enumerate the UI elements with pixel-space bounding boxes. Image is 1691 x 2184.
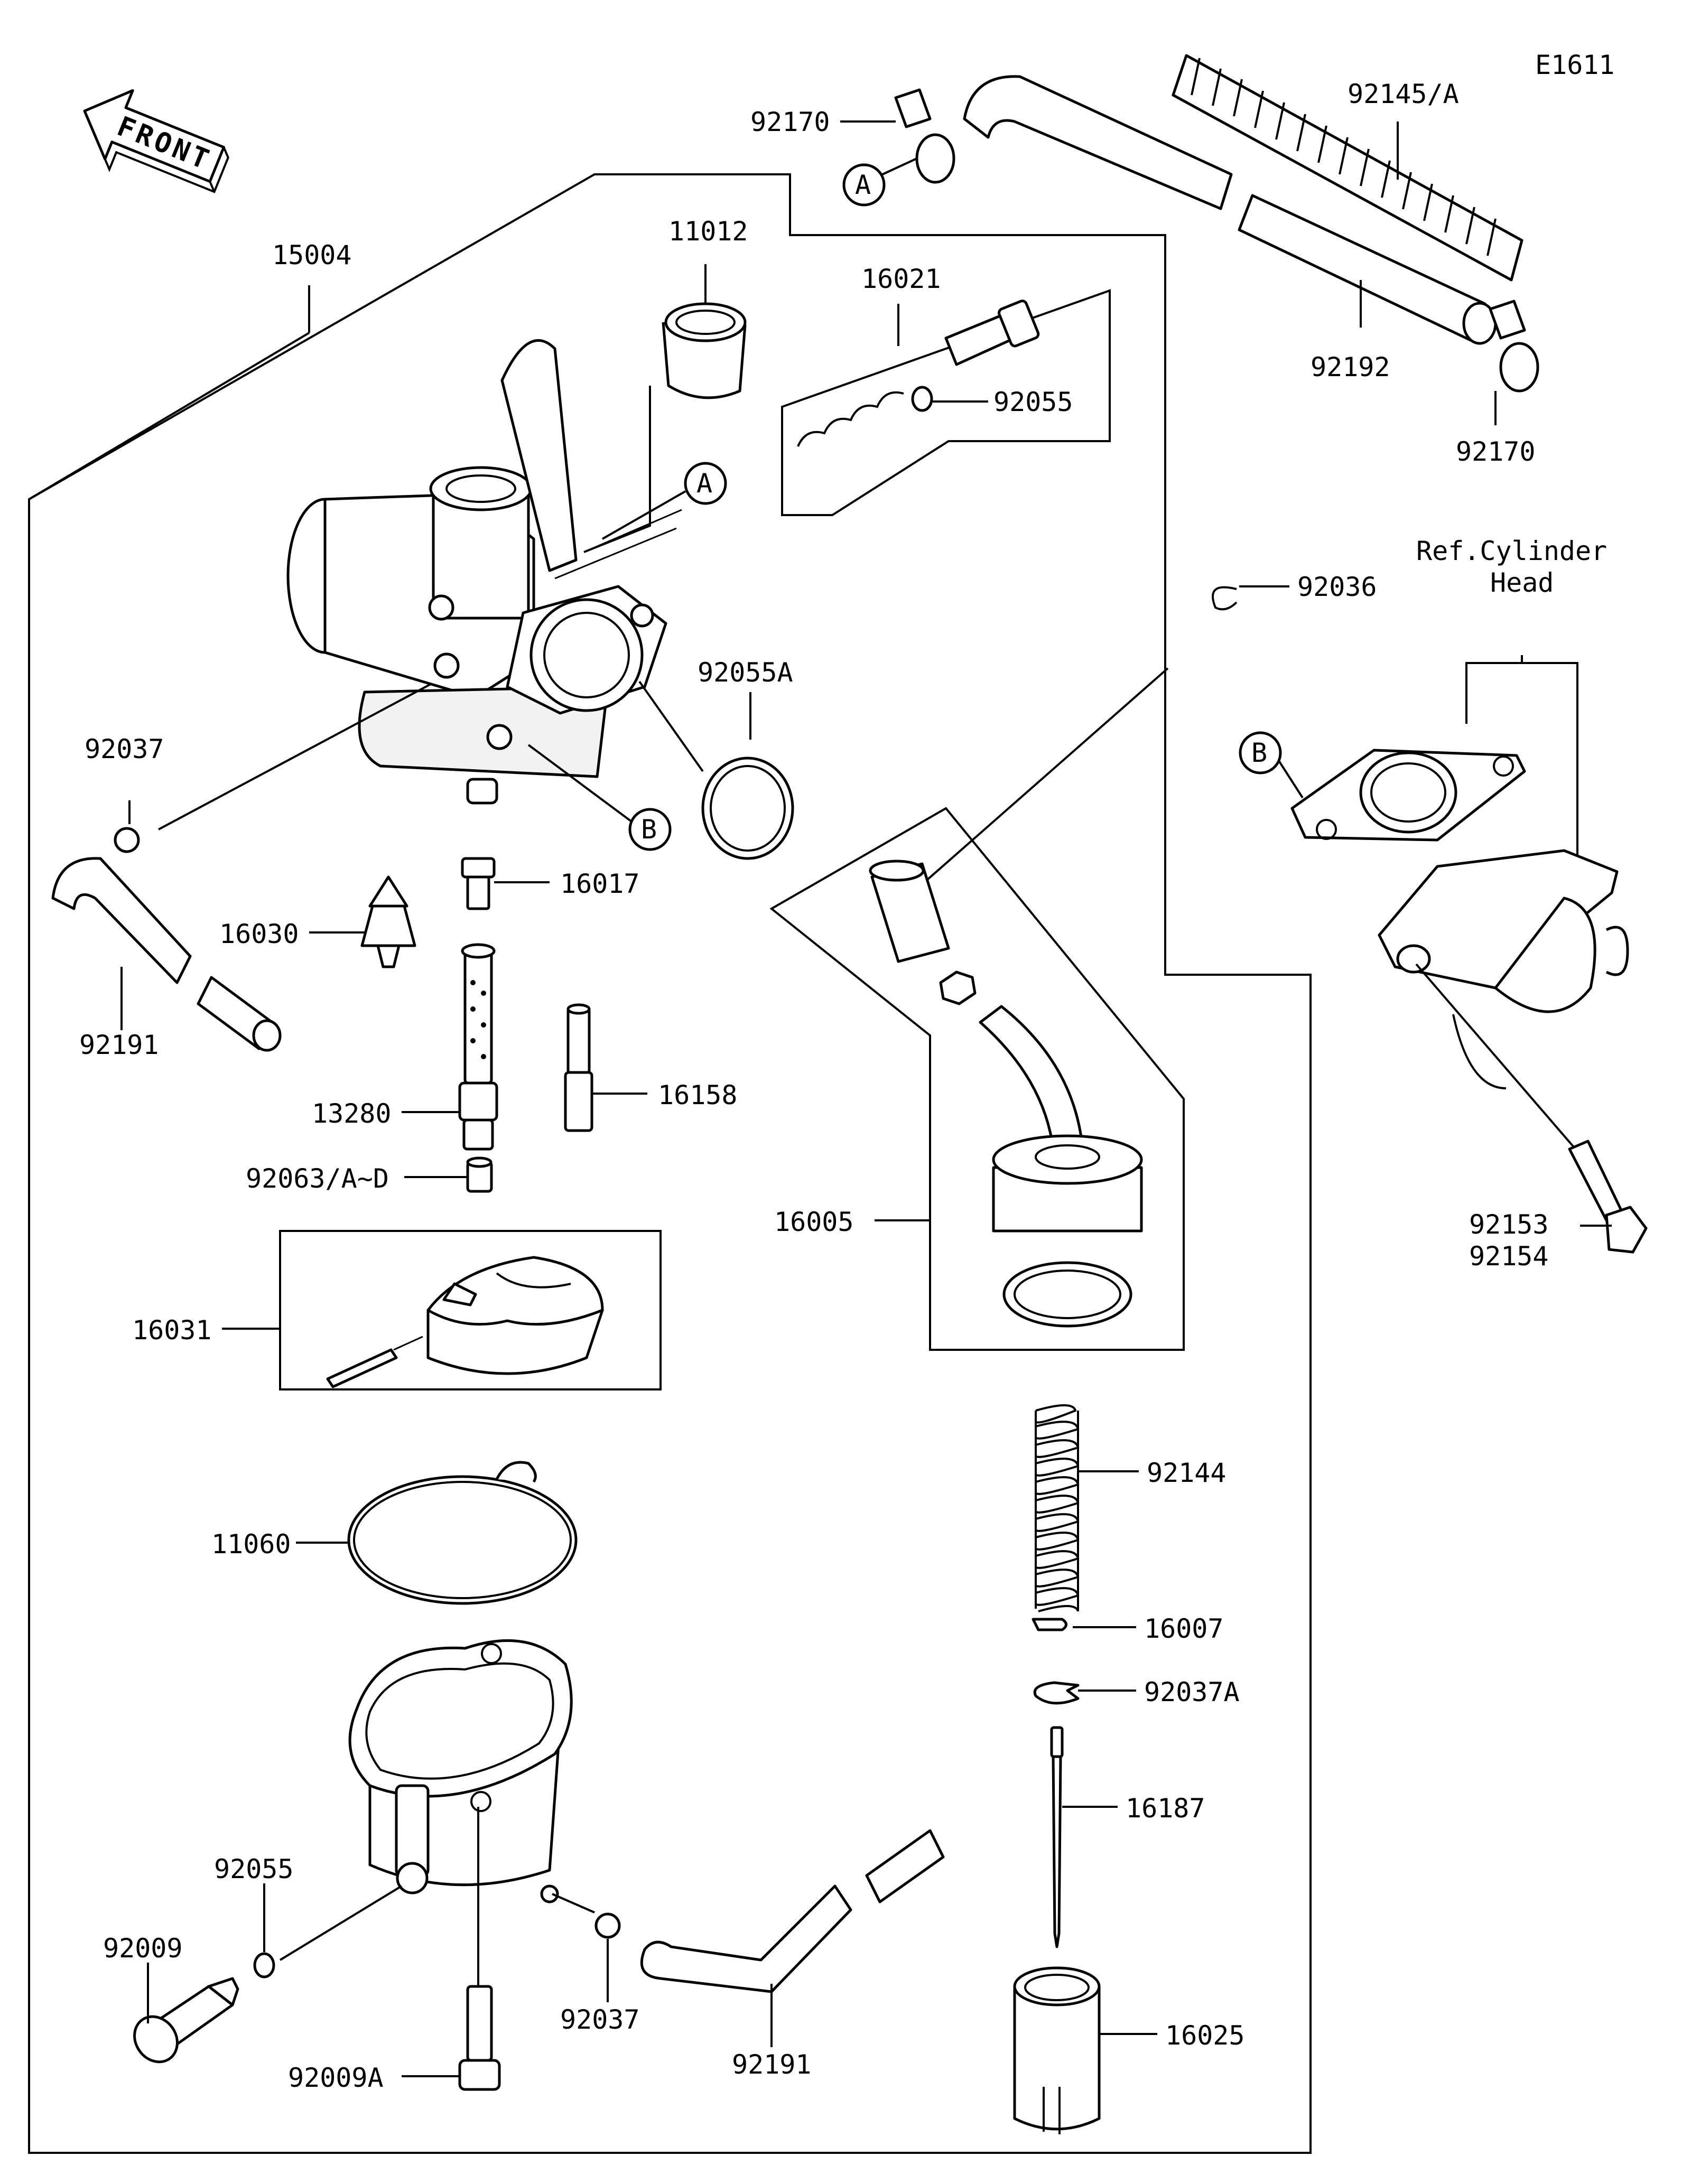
callout-b-carb — [628, 808, 672, 851]
diagram-id: E1611 — [1535, 50, 1615, 80]
label-92063: 92063/A~D — [246, 1163, 389, 1194]
part-92144-spring — [1035, 1404, 1080, 1612]
part-92055A-oring — [701, 757, 794, 860]
part-92063-main-jet — [466, 1156, 493, 1193]
part-11060-gasket — [347, 1461, 578, 1605]
label-92055-bottom: 92055 — [214, 1854, 294, 1884]
part-92170-clip-top — [894, 88, 955, 184]
part-16021-screw — [797, 300, 1040, 447]
part-92036-clip — [1212, 586, 1238, 611]
label-92170-a: 92170 — [750, 107, 830, 137]
part-16158-jet-needle — [564, 1003, 593, 1132]
label-92144: 92144 — [1147, 1458, 1227, 1488]
part-92055-oring — [911, 386, 933, 412]
label-92037A: 92037A — [1144, 1677, 1240, 1707]
label-92153: 92153 — [1469, 1209, 1549, 1240]
box-16031 — [279, 1230, 662, 1390]
part-11012-cap — [662, 302, 747, 399]
label-16025: 16025 — [1165, 2020, 1245, 2051]
callout-a-carb — [684, 462, 727, 505]
label-16158: 16158 — [658, 1080, 738, 1110]
assembly-boundary — [28, 173, 1312, 2154]
label-ref-head: Head — [1490, 567, 1554, 598]
label-92009A: 92009A — [288, 2062, 384, 2093]
part-16031-float — [326, 1256, 604, 1388]
part-16017-jet — [461, 857, 496, 910]
float-bowl — [348, 1639, 573, 1903]
part-92009-screw — [133, 1977, 239, 2064]
label-16187: 16187 — [1126, 1793, 1205, 1824]
part-92037A-eclip — [1033, 1681, 1080, 1705]
svg-text:B: B — [641, 814, 657, 845]
part-92170-clip-right — [1489, 300, 1539, 393]
label-16031: 16031 — [132, 1315, 212, 1346]
label-92192: 92192 — [1311, 352, 1390, 382]
part-16030-needle-valve — [360, 875, 416, 968]
part-92153-bolt — [1568, 1140, 1648, 1254]
part-92037-clip-bottom — [594, 1912, 621, 1939]
part-16005-starter — [869, 860, 1143, 1328]
part-92055-oring-bottom — [253, 1952, 275, 1978]
label-13280: 13280 — [312, 1098, 392, 1129]
part-hose-top — [963, 75, 1497, 345]
label-15004: 15004 — [272, 240, 352, 270]
label-92055-top: 92055 — [993, 387, 1073, 417]
svg-text:A: A — [855, 170, 871, 200]
part-92037-clip-top — [114, 827, 140, 853]
part-92191-hose-left — [51, 857, 282, 1052]
label-92191-b: 92191 — [732, 2049, 812, 2080]
label-92191-a: 92191 — [79, 1030, 159, 1060]
part-13280-emulsion-tube — [458, 943, 498, 1151]
label-92037-b: 92037 — [560, 2004, 640, 2035]
label-11012: 11012 — [668, 216, 748, 247]
label-92055A: 92055A — [698, 657, 793, 688]
label-92170-b: 92170 — [1456, 436, 1536, 467]
part-92145-spring — [1172, 54, 1523, 282]
label-11060: 11060 — [211, 1529, 291, 1560]
part-16025-throttle-valve — [1013, 1966, 1101, 2134]
label-92145: 92145/A — [1348, 79, 1459, 109]
callout-b-head — [1239, 731, 1282, 774]
label-92154: 92154 — [1469, 1241, 1549, 1272]
part-92009A-screw — [458, 1985, 501, 2091]
part-92191-hose-bottom — [640, 1829, 945, 1993]
part-16187-needle — [1050, 1726, 1064, 1948]
label-92036: 92036 — [1297, 572, 1377, 602]
label-16030: 16030 — [219, 919, 299, 949]
label-92037-a: 92037 — [85, 734, 164, 764]
svg-text:A: A — [696, 468, 712, 499]
label-92009: 92009 — [103, 1933, 183, 1964]
callout-a-hose — [842, 163, 886, 207]
label-16017: 16017 — [560, 869, 640, 899]
label-16021: 16021 — [861, 264, 941, 294]
label-ref-cylinder: Ref.Cylinder — [1416, 536, 1607, 566]
box-16005 — [769, 807, 1185, 1351]
label-16007: 16007 — [1144, 1613, 1224, 1644]
front-label: FRONT — [113, 110, 216, 177]
svg-text:B: B — [1251, 738, 1267, 768]
cylinder-head-manifold — [1290, 749, 1629, 1089]
part-16007-clip — [1032, 1618, 1067, 1631]
front-arrow-icon: FRONT — [83, 89, 229, 193]
box-16021 — [781, 289, 1111, 516]
carburetor-body — [286, 339, 667, 805]
label-16005: 16005 — [774, 1207, 854, 1237]
